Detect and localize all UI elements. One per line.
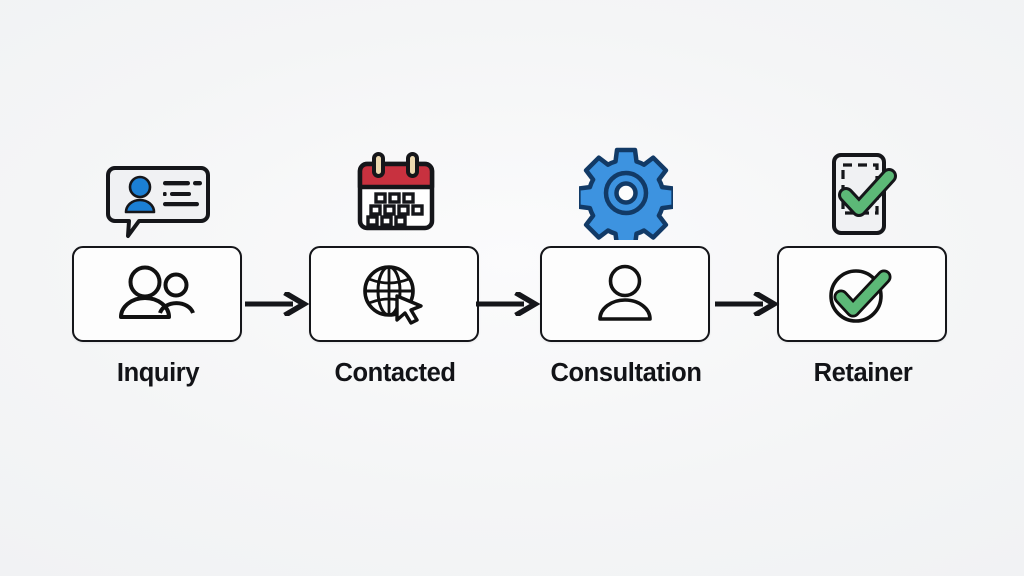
gear-icon [579,147,673,240]
stage-label-consultation: Consultation [550,359,702,387]
stage-node-retainer[interactable]: Retainer [777,150,949,388]
stage-node-contacted[interactable]: Contacted [309,150,481,388]
two-people-icon [119,265,195,319]
badge-slot-contacted [309,150,481,246]
stage-card-consultation[interactable] [540,246,710,342]
person-icon [598,264,652,321]
circle-check-icon [829,269,892,323]
badge-slot-consultation [540,147,712,246]
globe-cursor-icon [363,265,423,325]
stage-node-consultation[interactable]: Consultation [540,147,712,388]
stage-label-retainer: Retainer [813,359,913,387]
chat-bubble-contact-icon [106,166,210,238]
stage-card-retainer[interactable] [777,246,947,342]
stage-card-contacted[interactable] [309,246,479,342]
badge-slot-retainer [777,150,949,246]
stage-label-inquiry: Inquiry [116,359,200,387]
badge-slot-inquiry [72,150,244,246]
stage-node-inquiry[interactable]: Inquiry [72,150,244,388]
arrow-right-icon-1 [245,292,310,316]
calendar-icon [357,152,435,231]
arrow-right-icon-3 [715,292,780,316]
stage-label-contacted: Contacted [334,359,456,387]
document-check-icon [832,153,897,235]
stage-card-inquiry[interactable] [72,246,242,342]
arrow-right-icon-2 [476,292,541,316]
